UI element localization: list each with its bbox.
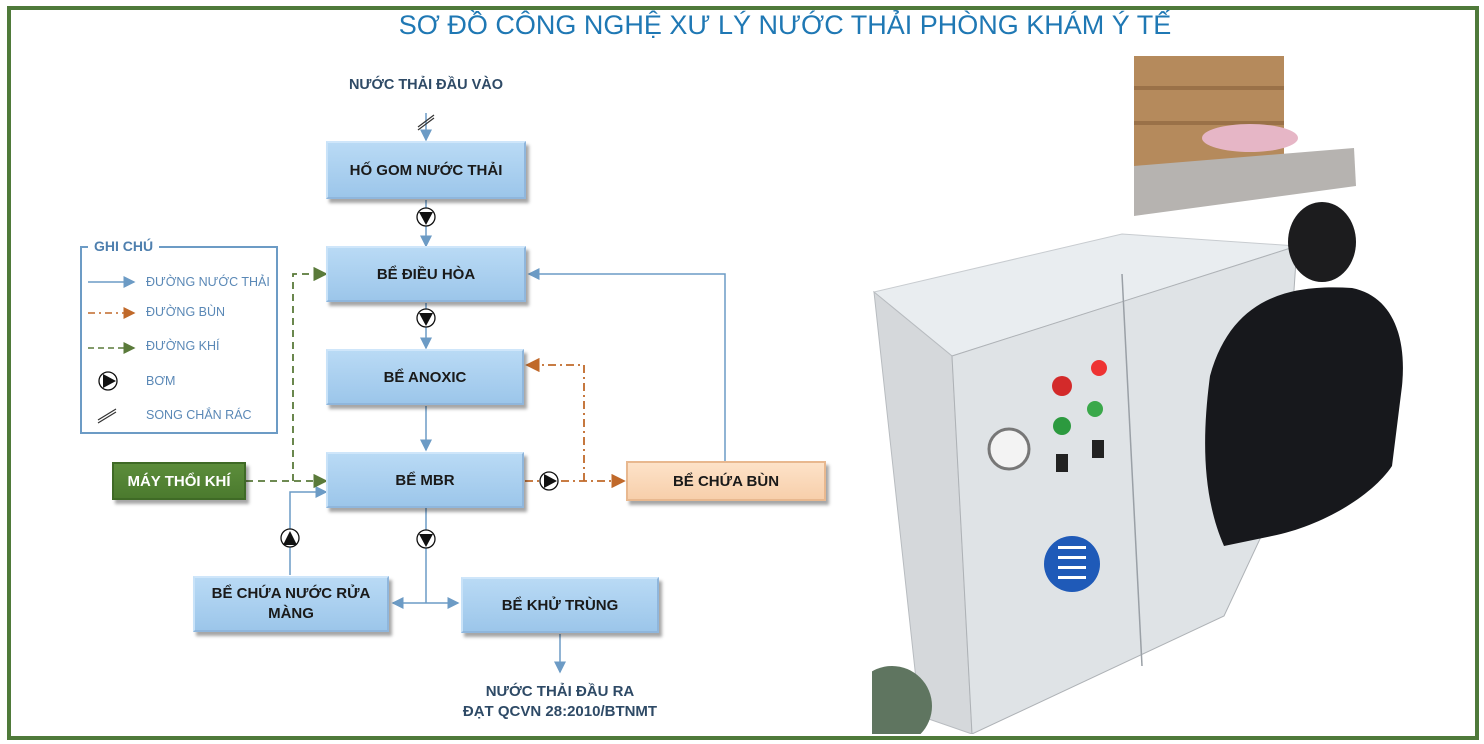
legend-title: GHI CHÚ: [88, 238, 160, 254]
legend-box: [80, 246, 278, 434]
legend-label: SONG CHẮN RÁC: [146, 408, 252, 422]
photo-technician-body: [1205, 287, 1403, 546]
output-label-line1: NƯỚC THẢI ĐẦU RA: [485, 683, 635, 700]
pump-icon: [416, 308, 436, 328]
equipment-photo: [872, 56, 1420, 734]
photo-red-button: [1052, 376, 1072, 396]
pump-icon: [280, 528, 300, 548]
air-line-to-equalization: [292, 266, 328, 481]
output-label-line2: ĐẠT QCVN 28:2010/BTNMT: [462, 703, 658, 720]
photo-cabinet-side: [873, 290, 973, 734]
box-blower: MÁY THỔI KHÍ: [112, 462, 246, 500]
photo-green-button: [1053, 417, 1071, 435]
pump-icon: [539, 471, 559, 491]
screen-symbol-icon: [417, 114, 435, 131]
legend-pump-icon: [98, 371, 118, 391]
legend-label: ĐƯỜNG BÙN: [146, 305, 226, 319]
input-label: NƯỚC THẢI ĐẦU VÀO: [348, 77, 504, 93]
box-equalization-tank: BỂ ĐIỀU HÒA: [326, 246, 526, 302]
legend-label: ĐƯỜNG NƯỚC THẢI: [146, 275, 270, 289]
photo-pressure-gauge: [987, 427, 1031, 471]
box-membrane-wash-tank: BỂ CHỨA NƯỚC RỬA MÀNG: [193, 576, 389, 632]
flow-sludge-return-water: [527, 268, 726, 461]
legend-label: ĐƯỜNG KHÍ: [146, 339, 220, 353]
page-title: SƠ ĐỒ CÔNG NGHỆ XƯ LÝ NƯỚC THẢI PHÒNG KH…: [398, 10, 1172, 40]
sludge-line-recirculation: [525, 357, 585, 481]
photo-cabinet-front: [951, 245, 1298, 734]
box-mbr-tank: BỂ MBR: [326, 452, 524, 508]
legend-screen-icon: [97, 408, 117, 424]
legend-label: BƠM: [146, 374, 176, 388]
photo-blue-logo: [1044, 536, 1100, 592]
box-disinfection-tank: BỂ KHỬ TRÙNG: [461, 577, 659, 633]
photo-counter: [1134, 148, 1356, 216]
pump-icon: [416, 529, 436, 549]
photo-technician-head: [1288, 202, 1356, 282]
box-anoxic-tank: BỂ ANOXIC: [326, 349, 524, 405]
box-sludge-tank: BỂ CHỨA BÙN: [626, 461, 826, 501]
box-collection-pit: HỐ GOM NƯỚC THẢI: [326, 141, 526, 199]
pump-icon: [416, 207, 436, 227]
